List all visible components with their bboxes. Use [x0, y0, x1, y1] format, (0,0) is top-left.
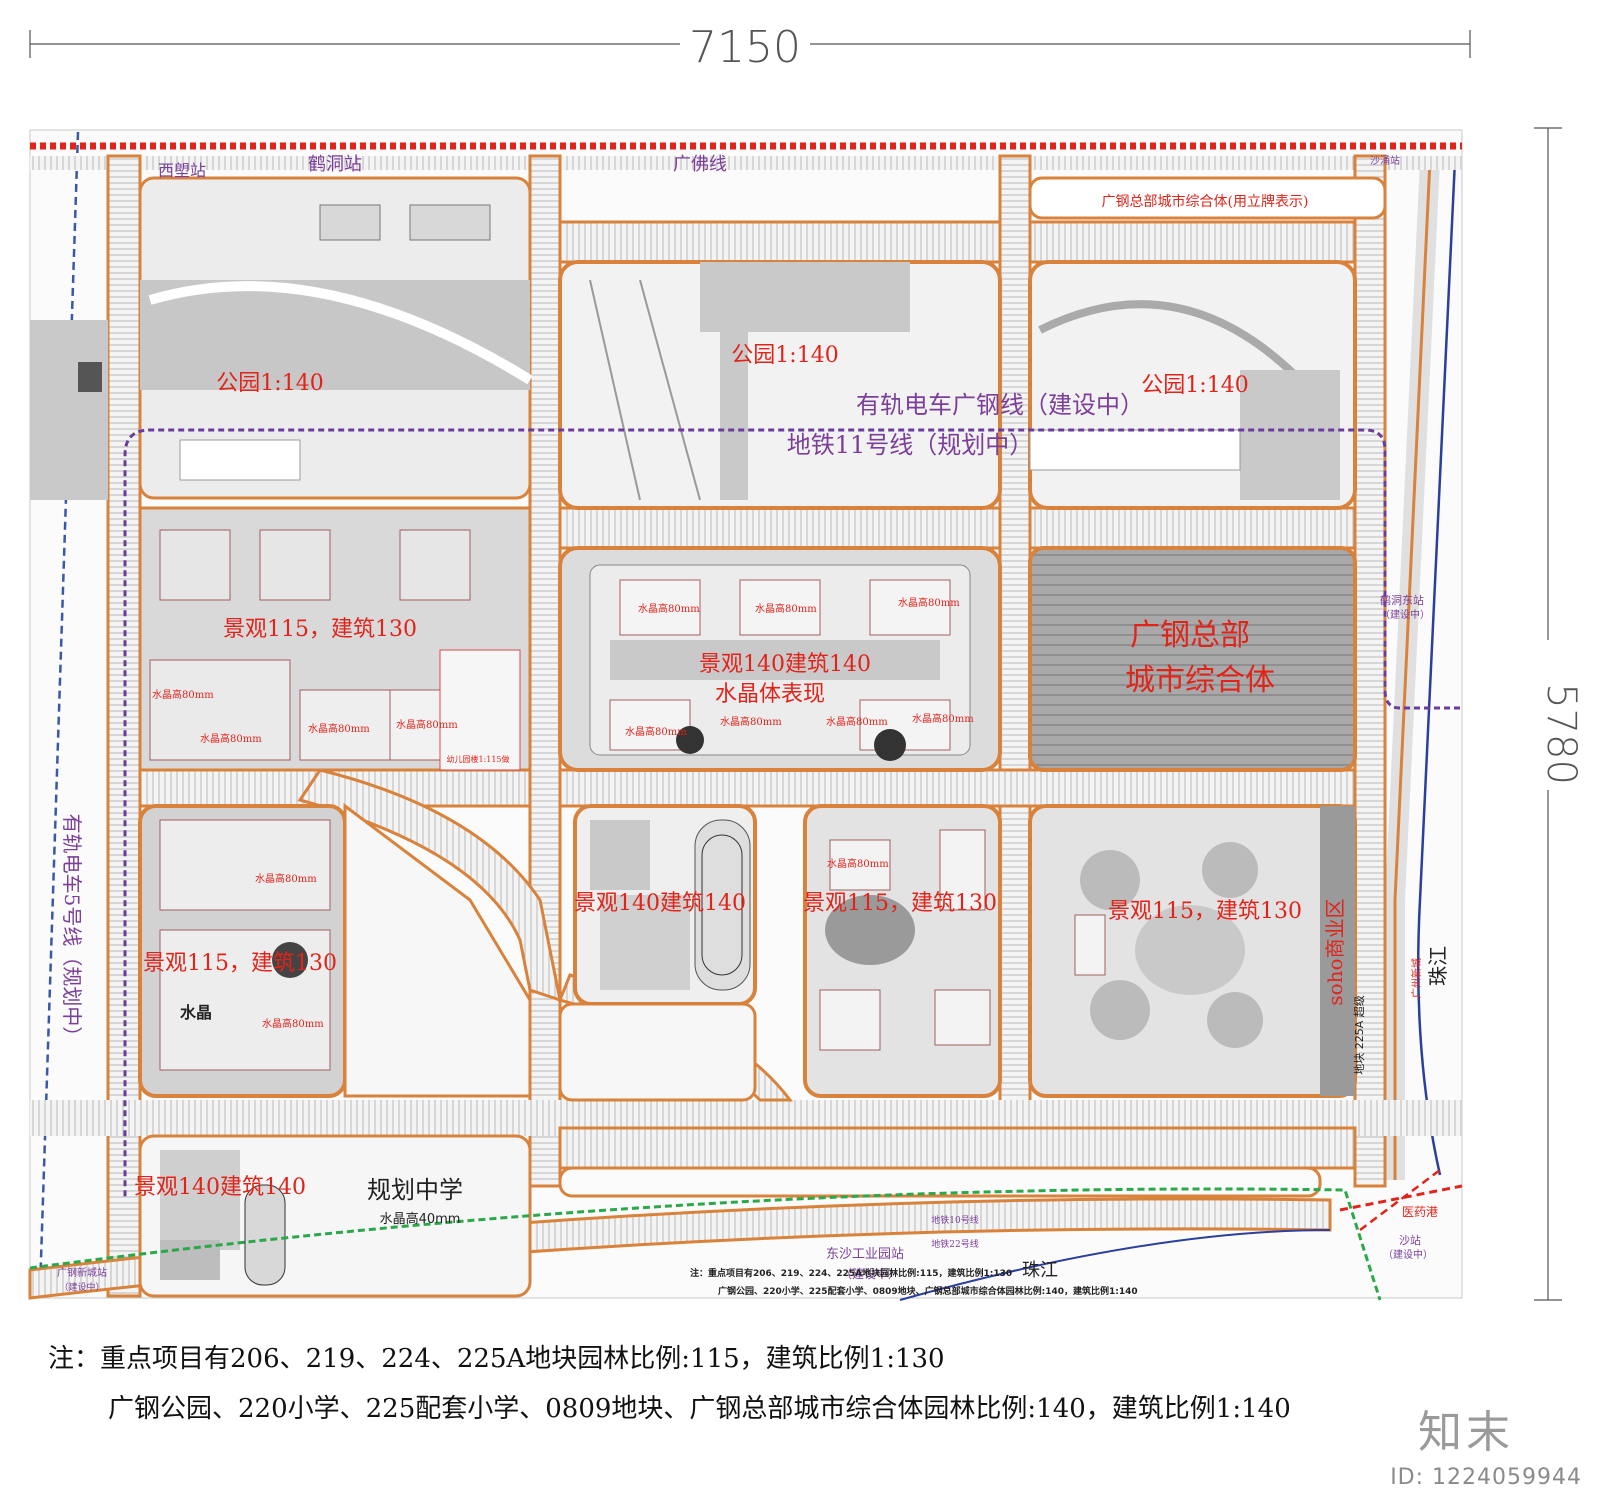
crystal-height: 水晶高80mm: [152, 688, 214, 701]
crystal-height: 水晶高80mm: [827, 857, 889, 870]
block-mid-label: 景观115，建筑130: [803, 891, 997, 916]
station-shazhan: 沙站: [1399, 1233, 1421, 1247]
block-nw-label: 景观115，建筑130: [223, 617, 417, 642]
crystal-height: 水晶高80mm: [898, 596, 960, 609]
station-hedong-east-sub: （建设中）: [1380, 608, 1430, 621]
crystal-height-labels: 水晶高80mm 水晶高80mm 水晶高80mm 水晶高80mm 水晶高80mm …: [152, 596, 974, 1030]
crystal-height: 水晶高80mm: [262, 1017, 324, 1030]
block-center-label-1: 景观140建筑140: [699, 652, 871, 677]
crystal-height: 水晶高80mm: [755, 602, 817, 615]
height-dimension: 5780: [1530, 127, 1584, 1301]
footnote-line-1: 注：重点项目有206、219、224、225A地块园林比例:115，建筑比例1:…: [48, 1344, 945, 1374]
hq-top-label: 广钢总部城市综合体(用立牌表示): [1102, 193, 1309, 210]
width-dimension: 7150: [29, 20, 1471, 73]
park-3-label: 公园1:140: [1141, 373, 1248, 398]
height-dimension-label: 5780: [1538, 683, 1584, 785]
soho-label: soho商业区: [1323, 898, 1347, 1005]
hq-big-label-2: 城市综合体: [1125, 663, 1275, 698]
crystal-height: 水晶高80mm: [638, 602, 700, 615]
station-guanggang-new-sub: （建设中）: [59, 1281, 104, 1293]
map-labels: 西塱站 鹤洞站 广佛线 沙涌站 广钢总部城市综合体(用立牌表示) 公园1:140…: [57, 154, 1450, 1297]
width-dimension-label: 7150: [689, 22, 801, 73]
park-1-label: 公园1:140: [216, 371, 323, 396]
small-note-2: 广钢公园、220小学、225配套小学、0809地块、广钢总部城市综合体园林比例:…: [718, 1285, 1138, 1297]
watermark-logo: 知末: [1418, 1407, 1514, 1458]
station-yiyao: 医药港: [1402, 1205, 1438, 1219]
metro10-label: 地铁10号线: [931, 1214, 978, 1226]
kindergarten-label: 幼儿园楼1:115做: [446, 754, 509, 764]
station-guanggang-new: 广钢新城站: [57, 1266, 107, 1279]
blocks: [30, 176, 1387, 1298]
block-school-c-label: 景观140建筑140: [574, 891, 746, 916]
crystal-height: 水晶高80mm: [720, 715, 782, 728]
line-tram: 有轨电车广钢线（建设中）: [856, 391, 1144, 419]
station-shazhan-sub: （建设中）: [1383, 1248, 1433, 1261]
metro22-label: 地铁22号线: [931, 1238, 978, 1250]
crystal-height: 水晶高80mm: [826, 715, 888, 728]
school-sub-label: 水晶高40mm: [380, 1211, 461, 1227]
guangzhou-new-road: 广州新城: [1410, 958, 1423, 998]
crystal-height: 水晶高80mm: [912, 712, 974, 725]
crystal-height: 水晶高80mm: [625, 725, 687, 738]
watermark-id: ID: 1224059944: [1390, 1465, 1582, 1490]
block-sw-label: 景观140建筑140: [134, 1175, 306, 1200]
soho-sub-label: 地块 225A 超级: [1352, 995, 1366, 1075]
line-metro11: 地铁11号线（规划中）: [787, 431, 1034, 459]
station-shayong: 沙涌站: [1370, 154, 1400, 167]
river-right-label: 珠江: [1426, 946, 1450, 986]
crystal-height: 水晶高80mm: [255, 872, 317, 885]
tram-5-line: [38, 131, 80, 1291]
station-hedong: 鹤洞站: [308, 154, 362, 175]
small-note-1: 注：重点项目有206、219、224、225A地块园林比例:115，建筑比例1:…: [690, 1267, 1012, 1279]
block-w-label: 景观115，建筑130: [143, 951, 337, 976]
block-e-label: 景观115，建筑130: [1108, 899, 1302, 924]
hq-block: [1028, 546, 1357, 772]
crystal-height: 水晶高80mm: [308, 722, 370, 735]
station-dongsha: 东沙工业园站: [826, 1247, 904, 1262]
crystal-height: 水晶高80mm: [200, 732, 262, 745]
crystal-height: 水晶高80mm: [396, 718, 458, 731]
line-guangfo: 广佛线: [673, 154, 727, 175]
metro11-loop: [123, 428, 1460, 1200]
tram-left-label: 有轨电车5号线（规划中）: [60, 814, 84, 1047]
park-2-label: 公园1:140: [731, 343, 838, 368]
river-path: [1416, 159, 1457, 1176]
footnote-line-2: 广钢公园、220小学、225配套小学、0809地块、广钢总部城市综合体园林比例:…: [108, 1394, 1291, 1424]
school-label: 规划中学: [367, 1176, 463, 1204]
station-dongsha-sub: （建设中）: [840, 1266, 900, 1281]
station-hedong-east: 鹤洞东站: [1380, 593, 1424, 607]
hq-big-label-1: 广钢总部: [1130, 618, 1250, 653]
river-bottom-label: 珠江: [1022, 1260, 1058, 1281]
station-xiwang: 西塱站: [158, 161, 206, 180]
crystal-label: 水晶: [180, 1003, 212, 1022]
block-center-label-2: 水晶体表现: [715, 682, 825, 707]
